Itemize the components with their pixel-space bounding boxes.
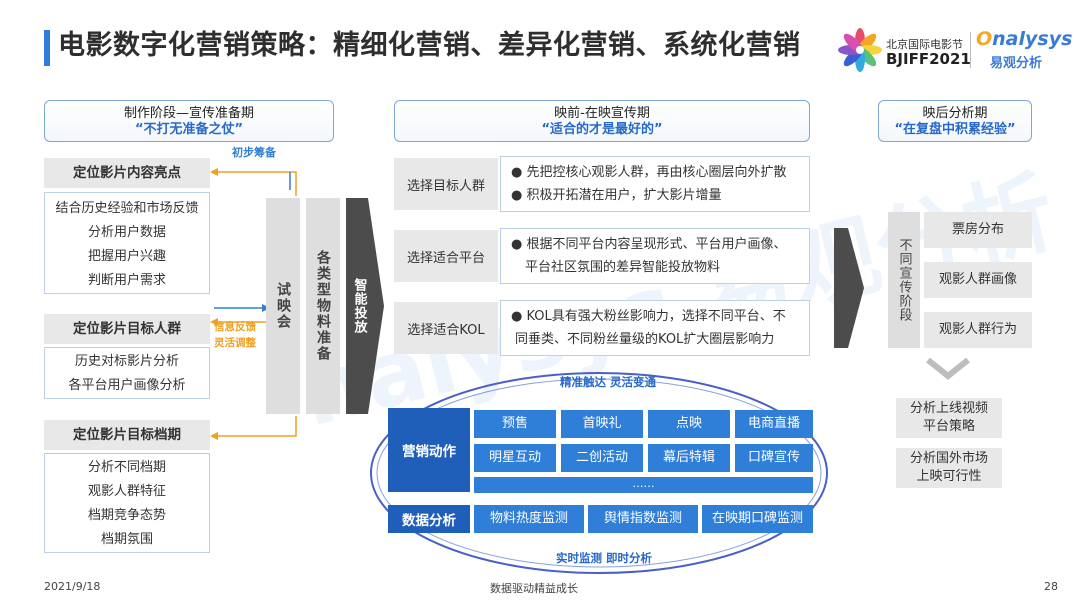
list-item: 观影人群特征 [87, 484, 166, 499]
list-item: 历史对标影片分析 [74, 354, 179, 369]
title-accent-bar [44, 30, 50, 66]
list-item: 分析不同档期 [87, 460, 166, 475]
data-analysis-label: 数据分析 [388, 505, 470, 533]
flow-label-top: 初步筹备 [232, 146, 276, 159]
smart-delivery-label: 智能投放 [351, 278, 367, 334]
list-item: 分析用户数据 [87, 225, 166, 240]
action-star-interaction: 明星互动 [474, 444, 556, 472]
left-stage-title: 制作阶段—宣传准备期 [123, 106, 254, 121]
action-derivative-creation: 二创活动 [561, 444, 643, 472]
flow-label-feedback: 信息反馈 [214, 321, 256, 333]
action-preview-screening: 点映 [648, 410, 730, 438]
flow-label-adjust: 灵活调整 [214, 337, 256, 349]
chevron-down-icon [926, 357, 970, 380]
bjiff-flower-icon [838, 28, 882, 72]
footer-slogan: 数据驱动精益成长 [490, 582, 578, 595]
trial-screening-column: 试映会 [266, 198, 300, 414]
analysys-logo: Onalysys 易观分析 [976, 28, 1076, 72]
logo-divider [970, 32, 971, 68]
bullet-text: 平台社区氛围的差异智能投放物料 [525, 260, 721, 275]
right-item-audience-profile: 观影人群画像 [924, 262, 1032, 298]
list-item: 判断用户需求 [87, 273, 166, 288]
caption-precise-reach: 精准触达 灵活变通 [560, 375, 657, 389]
right-item-audience-behavior: 观影人群行为 [924, 312, 1032, 348]
list-item: 结合历史经验和市场反馈 [55, 201, 199, 216]
right-item-box-office: 票房分布 [924, 212, 1032, 248]
section-title-audience: 定位影片目标人群 [44, 314, 210, 344]
marketing-actions-label: 营销动作 [388, 408, 470, 492]
analysis-reputation-monitor: 在映期口碑监测 [702, 505, 813, 533]
mid-stage-header: 映前-在映宣传期 “适合的才是最好的” [394, 100, 810, 142]
right-stage-header: 映后分析期 “在复盘中积累经验” [878, 100, 1032, 142]
section-title-schedule: 定位影片目标档期 [44, 420, 210, 450]
bjiff-logo: 北京国际电影节 BJIFF2021 [838, 28, 971, 72]
right-item-overseas-market: 分析国外市场 上映可行性 [896, 448, 1002, 488]
right-item-line: 分析国外市场 [909, 451, 988, 466]
right-item-line: 平台策略 [922, 419, 975, 434]
action-behind-scenes: 幕后特辑 [648, 444, 730, 472]
footer-page-number: 28 [1044, 580, 1058, 593]
mid-stage-title: 映前-在映宣传期 [554, 106, 650, 121]
stage-transition-arrow [834, 228, 864, 348]
bullet-text: 同垂类、不同粉丝量级的KOL扩大圈层影响力 [515, 332, 775, 347]
section-box-audience: 历史对标影片分析 各平台用户画像分析 [44, 347, 210, 399]
caption-realtime-monitor: 实时监测 即时分析 [556, 551, 653, 565]
page-title: 电影数字化营销策略：精细化营销、差异化营销、系统化营销 [58, 30, 801, 61]
row-label-kol: 选择适合KOL [394, 302, 498, 354]
right-stage-title: 映后分析期 [922, 106, 988, 121]
bullet-text: ● KOL具有强大粉丝影响力，选择不同平台、不 [511, 309, 786, 324]
bjiff-name-cn: 北京国际电影节 [886, 38, 963, 51]
list-item: 档期氛围 [100, 532, 153, 547]
row-desc-platform: ● 根据不同平台内容呈现形式、平台用户画像、 平台社区氛围的差异智能投放物料 [500, 228, 810, 284]
section-title-content: 定位影片内容亮点 [44, 158, 210, 188]
right-item-line: 上映可行性 [916, 469, 982, 484]
list-item: 各平台用户画像分析 [68, 378, 186, 393]
left-stage-slogan: “不打无准备之仗” [134, 122, 244, 137]
mid-stage-slogan: “适合的才是最好的” [541, 122, 663, 137]
bullet-text: ● 根据不同平台内容呈现形式、平台用户画像、 [511, 237, 787, 252]
right-item-video-platform: 分析上线视频 平台策略 [896, 398, 1002, 438]
row-desc-audience: ● 先把控核心观影人群，再由核心圈层向外扩散 ● 积极开拓潜在用户，扩大影片增量 [500, 156, 810, 212]
materials-prep-column: 各类型物料准备 [306, 198, 340, 414]
left-stage-header: 制作阶段—宣传准备期 “不打无准备之仗” [44, 100, 334, 142]
list-item: 档期竞争态势 [87, 508, 166, 523]
row-desc-kol: ● KOL具有强大粉丝影响力，选择不同平台、不 同垂类、不同粉丝量级的KOL扩大… [500, 300, 810, 356]
analysys-name-cn: 易观分析 [990, 56, 1043, 71]
action-word-of-mouth: 口碑宣传 [735, 444, 813, 472]
action-presale: 预售 [474, 410, 556, 438]
analysys-name-en: Onalysys [976, 28, 1073, 50]
row-label-platform: 选择适合平台 [394, 230, 498, 282]
footer-date: 2021/9/18 [44, 580, 101, 593]
right-vertical-label: 不同宣传阶段 [888, 212, 920, 348]
bjiff-name-en: BJIFF2021 [886, 50, 971, 68]
analysis-material-heat: 物料热度监测 [474, 505, 584, 533]
right-stage-slogan: “在复盘中积累经验” [894, 122, 1016, 137]
action-ecommerce-live: 电商直播 [735, 410, 813, 438]
marketing-ellipse-ring [370, 372, 828, 574]
smart-delivery-arrow-shape [346, 198, 384, 414]
action-premiere: 首映礼 [561, 410, 643, 438]
section-box-schedule: 分析不同档期 观影人群特征 档期竞争态势 档期氛围 [44, 453, 210, 553]
row-label-audience: 选择目标人群 [394, 158, 498, 210]
analysis-sentiment-index: 舆情指数监测 [588, 505, 698, 533]
bullet-text: ● 先把控核心观影人群，再由核心圈层向外扩散 [511, 165, 787, 180]
section-box-content: 结合历史经验和市场反馈 分析用户数据 把握用户兴趣 判断用户需求 [44, 192, 210, 294]
bullet-text: ● 积极开拓潜在用户，扩大影片增量 [511, 188, 722, 203]
list-item: 把握用户兴趣 [87, 249, 166, 264]
action-more: …… [474, 477, 813, 493]
right-item-line: 分析上线视频 [909, 401, 988, 416]
